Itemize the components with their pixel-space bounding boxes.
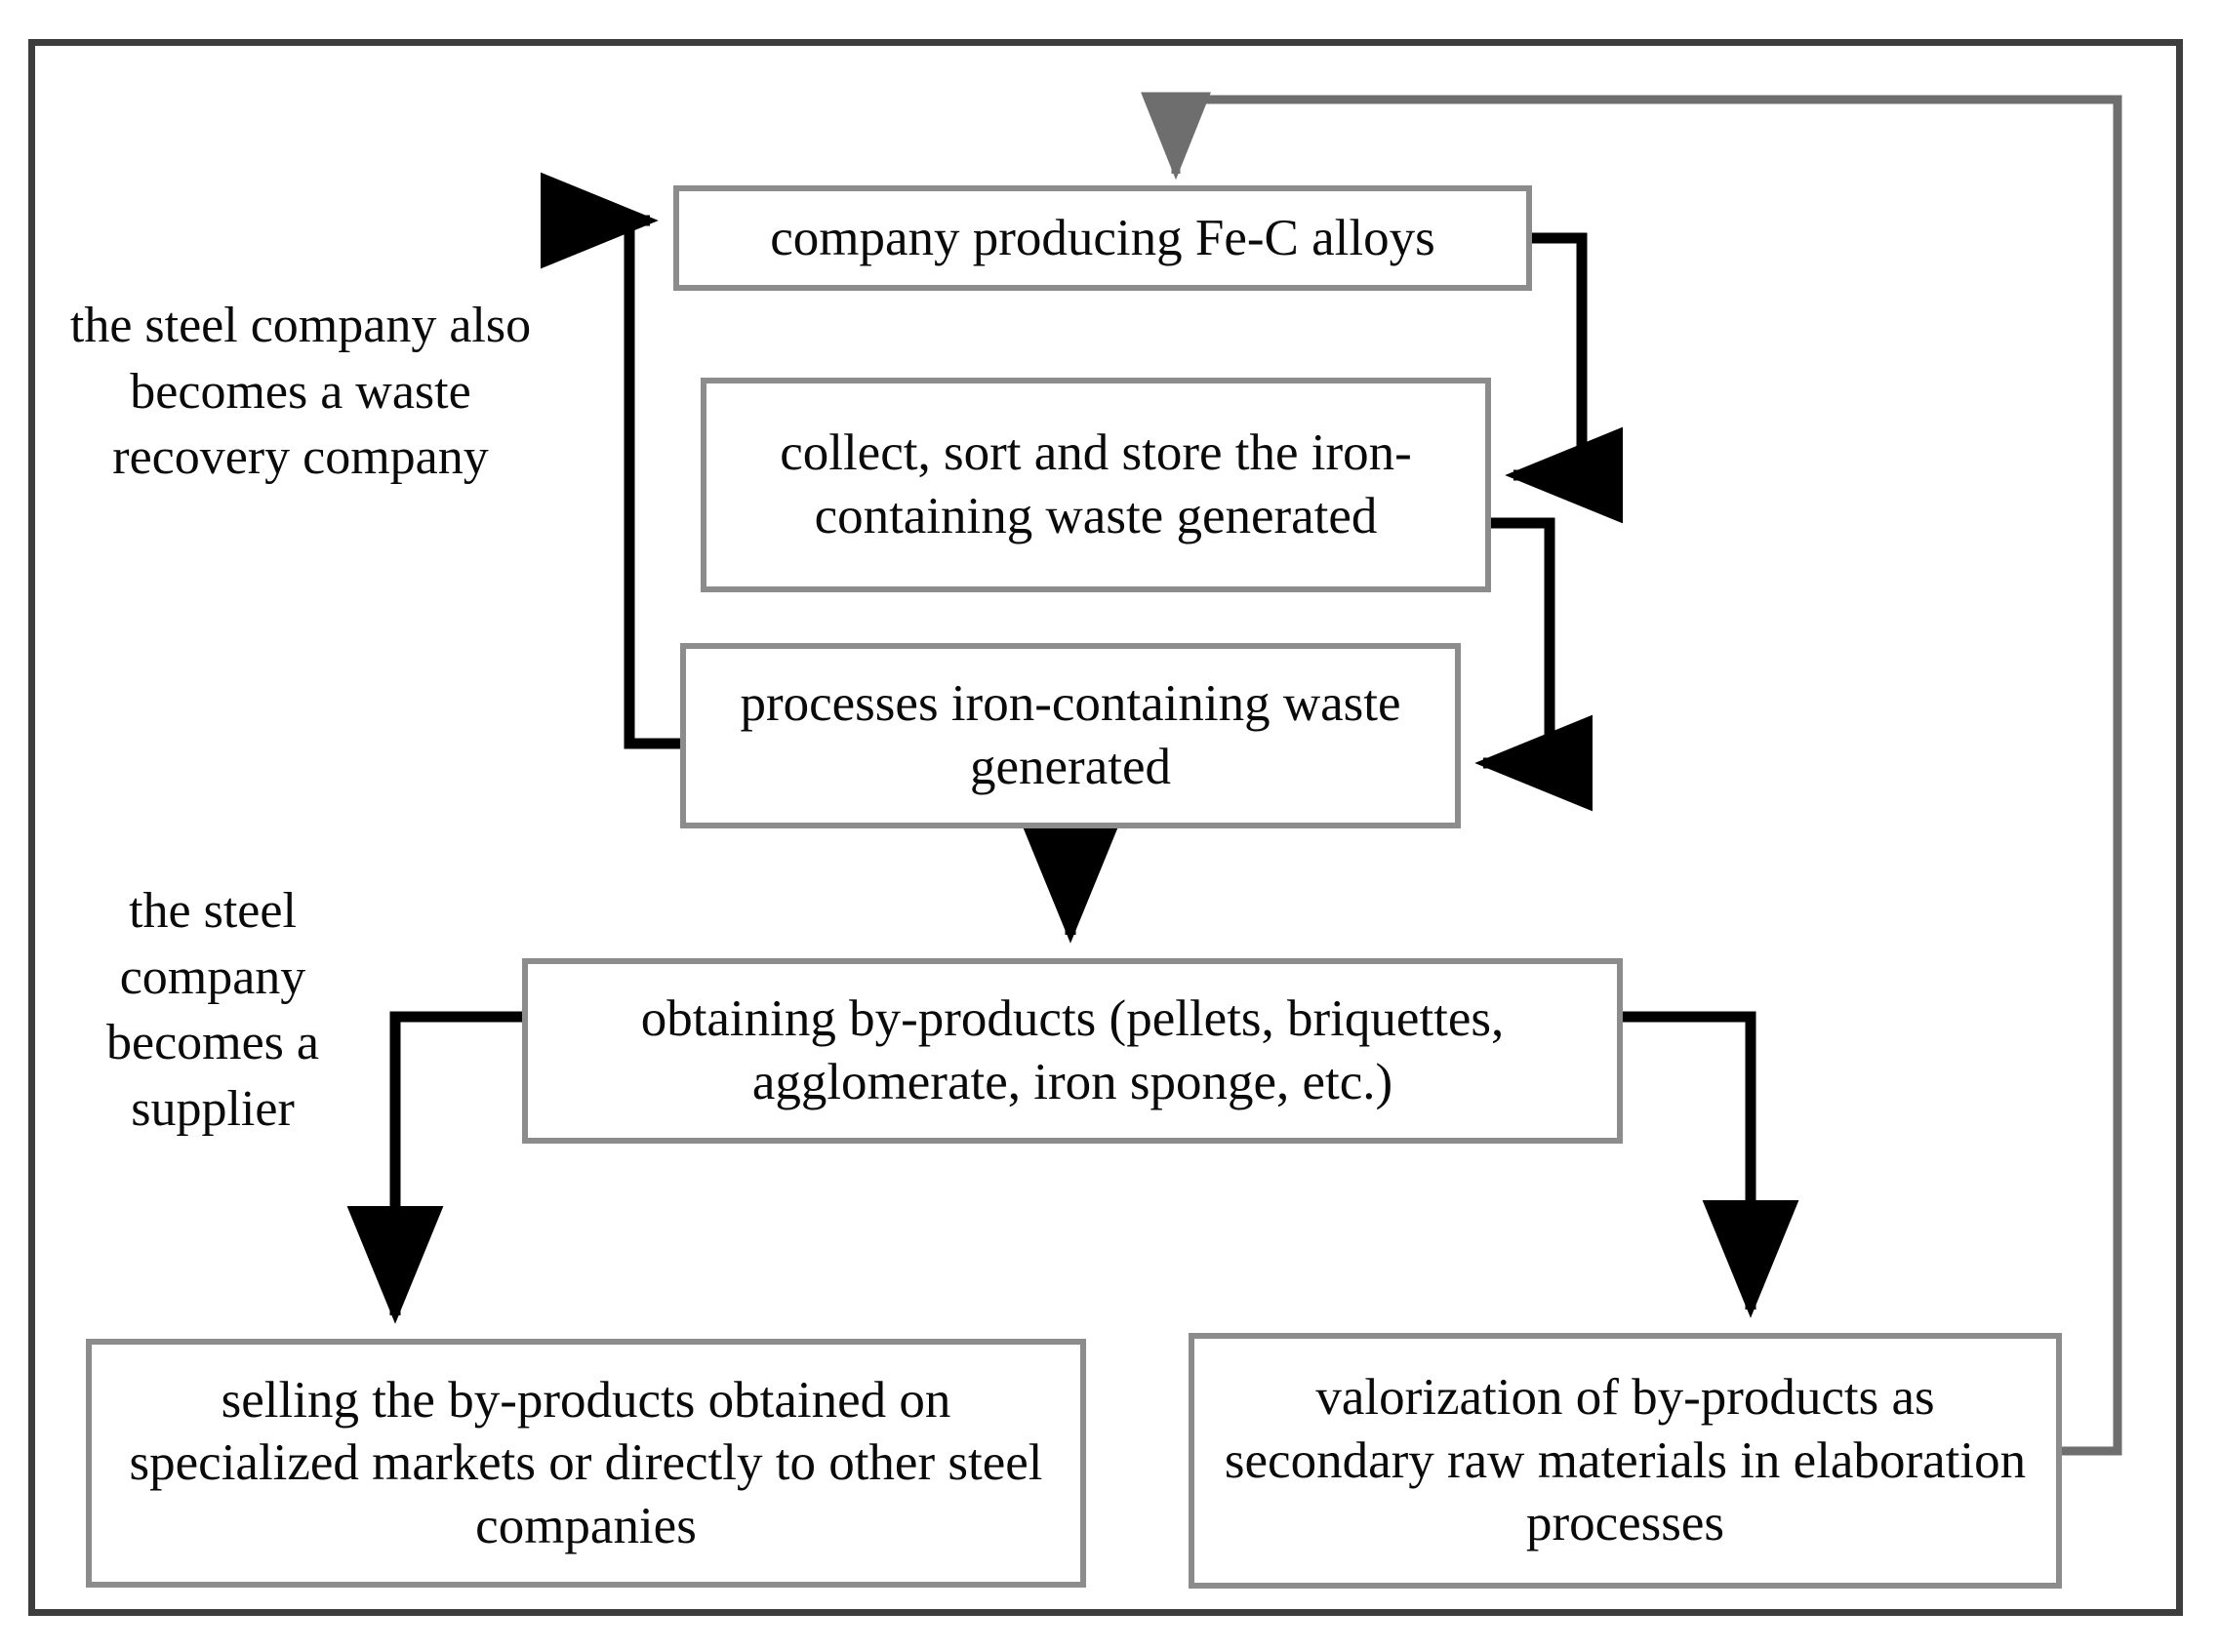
node-selling-by-products[interactable]: selling the by-products obtained on spec… (86, 1339, 1086, 1588)
node-label: obtaining by-products (pellets, briquett… (640, 990, 1505, 1110)
caption-supplier: the steel company becomes a supplier (105, 883, 319, 1137)
node-label: collect, sort and store the iron-contain… (780, 424, 1412, 544)
caption-waste-recovery: the steel company also becomes a waste r… (69, 298, 532, 486)
node-label: selling the by-products obtained on spec… (129, 1371, 1043, 1554)
node-processes-iron-containing-waste[interactable]: processes iron-containing waste generate… (680, 643, 1461, 828)
outer-frame-inner-border (35, 46, 2176, 1609)
node-company-producing-fe-c-alloys[interactable]: company producing Fe-C alloys (673, 185, 1532, 291)
node-collect-sort-store-waste[interactable]: collect, sort and store the iron-contain… (701, 378, 1491, 592)
node-label: company producing Fe-C alloys (770, 209, 1435, 266)
node-valorization-by-products[interactable]: valorization of by-products as secondary… (1189, 1333, 2062, 1589)
node-label: processes iron-containing waste generate… (740, 675, 1401, 795)
node-label: valorization of by-products as secondary… (1224, 1369, 2027, 1552)
outer-frame (28, 39, 2183, 1616)
node-obtaining-by-products[interactable]: obtaining by-products (pellets, briquett… (522, 958, 1623, 1144)
